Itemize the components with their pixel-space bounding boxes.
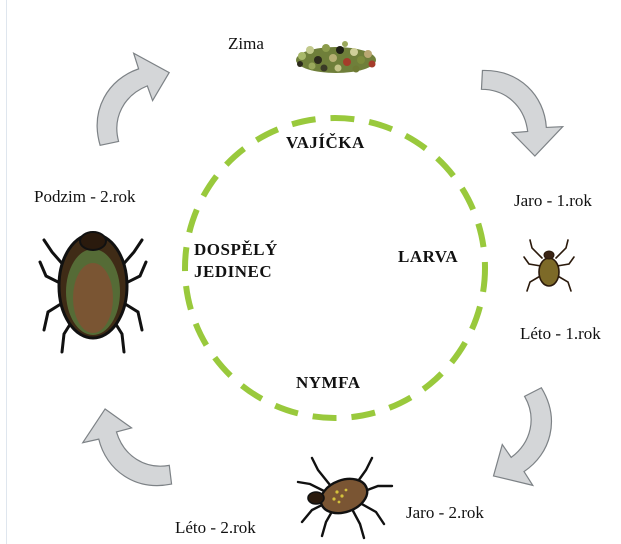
stage-nymph-label: NYMFA: [296, 372, 361, 394]
stage-adult-label-line2: JEDINEC: [194, 261, 278, 283]
stage-adult-label: DOSPĚLÝ JEDINEC: [194, 239, 278, 283]
season-autumn-year2-label: Podzim - 2.rok: [34, 187, 136, 207]
season-spring-year2-label: Jaro - 2.rok: [406, 503, 484, 523]
larva-tick-icon: [524, 240, 574, 291]
curved-arrow-icon: [459, 60, 570, 160]
stage-larva-label: LARVA: [398, 246, 458, 268]
season-winter-label: Zima: [228, 34, 264, 54]
season-spring-year1-label: Jaro - 1.rok: [514, 191, 592, 211]
curved-arrow-icon: [77, 406, 188, 496]
curved-arrow-icon: [88, 49, 172, 159]
curved-arrow-icon: [493, 384, 555, 486]
season-summer-year1-label: Léto - 1.rok: [520, 324, 601, 344]
season-summer-year2-label: Léto - 2.rok: [175, 518, 256, 538]
stage-adult-label-line1: DOSPĚLÝ: [194, 239, 278, 261]
stage-eggs-label: VAJÍČKA: [286, 132, 365, 154]
egg-cluster-icon: [296, 41, 376, 73]
nymph-tick-icon: [298, 458, 392, 538]
adult-tick-icon: [40, 232, 146, 352]
